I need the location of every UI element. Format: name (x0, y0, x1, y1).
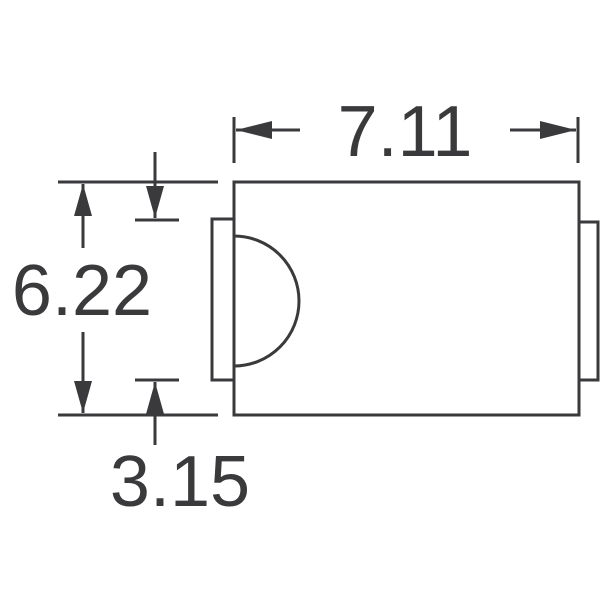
cathode-mark (233, 234, 301, 368)
left-terminal (210, 217, 236, 382)
arrowhead-icon (146, 382, 164, 414)
arrowhead-icon (74, 184, 92, 216)
arrowhead-icon (540, 121, 576, 139)
right-terminal (577, 220, 600, 382)
package-body (232, 180, 581, 417)
arrowhead-icon (146, 186, 164, 218)
pad-label: 3.15 (110, 442, 250, 522)
width-label: 7.11 (338, 92, 473, 172)
arrowhead-icon (74, 381, 92, 413)
height-label: 6.22 (12, 251, 152, 331)
arrowhead-icon (236, 121, 272, 139)
